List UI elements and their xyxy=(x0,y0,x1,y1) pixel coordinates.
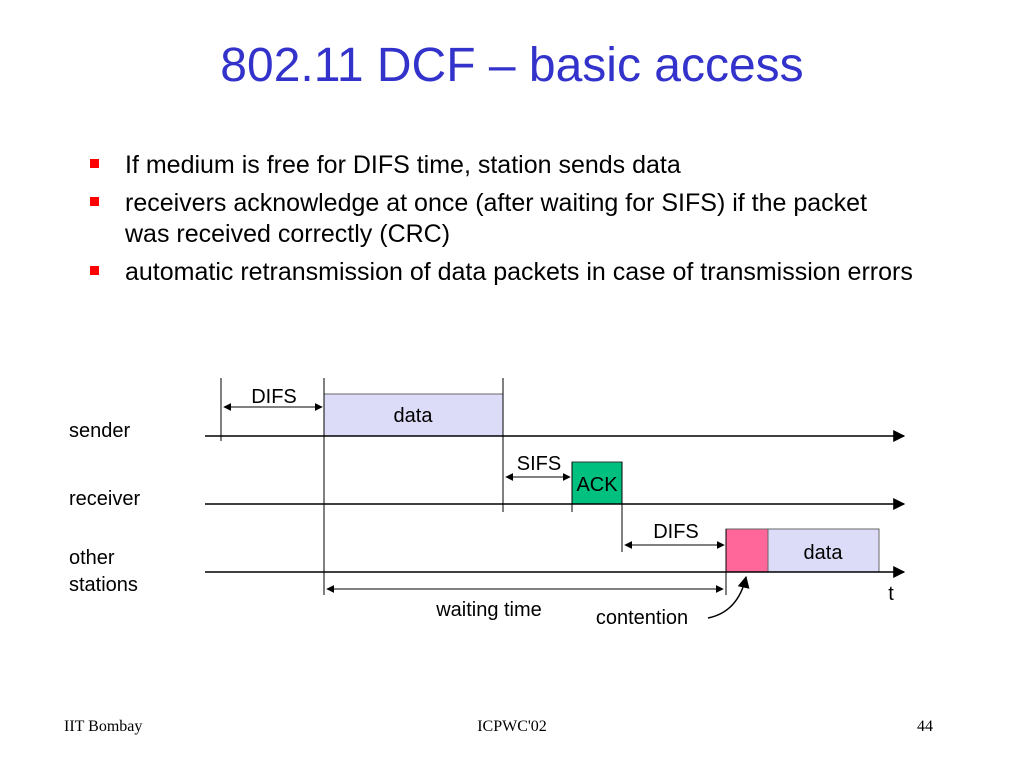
bullet-item: If medium is free for DIFS time, station… xyxy=(88,150,918,181)
bullet-square-icon xyxy=(90,159,99,168)
contention-slot xyxy=(725,528,769,573)
bullet-list: If medium is free for DIFS time, station… xyxy=(88,150,918,295)
bullet-square-icon xyxy=(90,197,99,206)
ack-label: ACK xyxy=(576,474,618,496)
row-label-receiver: receiver xyxy=(69,488,140,510)
bullet-item: receivers acknowledge at once (after wai… xyxy=(88,188,918,250)
sender-data-label: data xyxy=(394,405,434,427)
row-label-other: other xyxy=(69,547,115,569)
time-axis-label: t xyxy=(888,583,894,605)
bullet-text: automatic retransmission of data packets… xyxy=(125,258,913,286)
row-label-stations: stations xyxy=(69,574,138,596)
difs-sender-label: DIFS xyxy=(251,386,297,408)
bullet-text: If medium is free for DIFS time, station… xyxy=(125,151,681,179)
waiting-time-label: waiting time xyxy=(435,599,542,621)
footer-page-number: 44 xyxy=(917,718,933,735)
footer-left: IIT Bombay xyxy=(64,718,143,735)
sifs-label: SIFS xyxy=(517,453,561,475)
bullet-square-icon xyxy=(90,266,99,275)
contention-label: contention xyxy=(596,607,688,629)
difs-other-label: DIFS xyxy=(653,521,699,543)
row-label-sender: sender xyxy=(69,420,130,442)
other-data-label: data xyxy=(804,542,844,564)
slide-title: 802.11 DCF – basic access xyxy=(220,39,804,92)
footer-center: ICPWC'02 xyxy=(477,718,547,735)
contention-arrow xyxy=(707,575,750,619)
bullet-item: automatic retransmission of data packets… xyxy=(88,257,918,288)
bullet-text: receivers acknowledge at once (after wai… xyxy=(125,189,868,248)
